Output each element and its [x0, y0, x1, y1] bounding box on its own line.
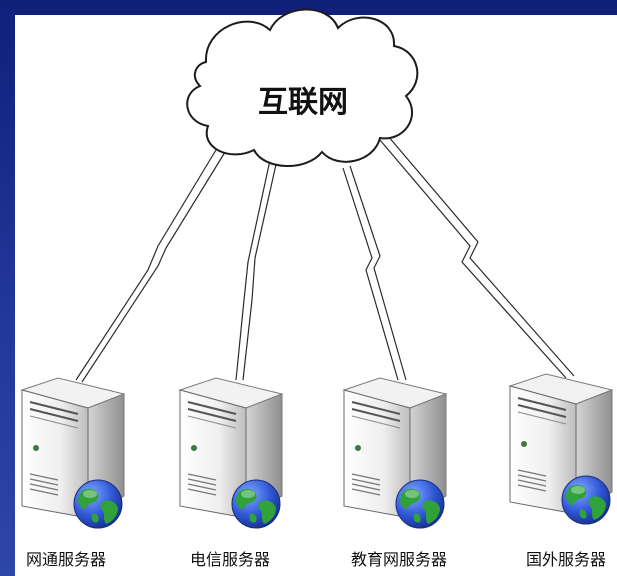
link-to-server-2 — [235, 159, 278, 381]
server-4 — [509, 373, 613, 525]
cloud-icon — [186, 8, 419, 167]
internet-cloud: 互联网 — [186, 8, 419, 167]
server-4-label: 国外服务器 — [526, 550, 607, 569]
link-to-server-3 — [342, 165, 407, 381]
server-2 — [179, 377, 283, 529]
server-2-label: 电信服务器 — [189, 550, 270, 569]
link-to-server-4 — [379, 135, 575, 379]
globe-icon — [231, 479, 281, 529]
globe-icon — [561, 475, 611, 525]
connection-lines — [75, 135, 575, 383]
server-3 — [343, 377, 447, 529]
server-1-label: 网通服务器 — [25, 550, 106, 569]
link-to-server-1 — [75, 139, 231, 383]
globe-icon — [73, 479, 123, 529]
globe-icon — [395, 479, 445, 529]
server-1 — [21, 377, 125, 529]
server-3-label: 教育网服务器 — [350, 550, 447, 569]
cloud-label: 互联网 — [258, 85, 348, 120]
